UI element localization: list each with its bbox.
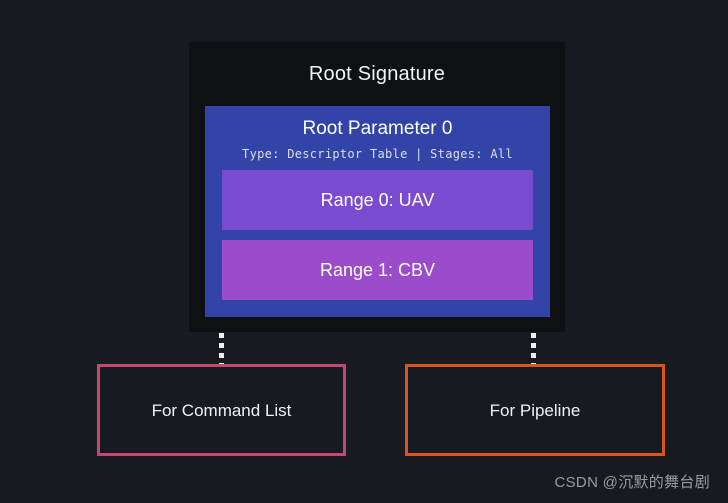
root-signature-title: Root Signature	[308, 63, 446, 85]
target-box-pipeline-label: For Pipeline	[489, 400, 581, 420]
watermark: CSDN @沉默的舞台剧	[554, 474, 710, 491]
root-parameter-block: Root Parameter 0 Type: Descriptor Table …	[205, 106, 550, 317]
descriptor-range-1: Range 1: CBV	[222, 240, 533, 300]
target-box-command-list-label: For Command List	[151, 400, 292, 420]
root-parameter-title: Root Parameter 0	[302, 118, 453, 139]
descriptor-range-1-label: Range 1: CBV	[319, 260, 436, 280]
descriptor-range-0-label: Range 0: UAV	[320, 190, 435, 210]
dotted-connector-command-list	[219, 333, 224, 364]
root-parameter-subtitle: Type: Descriptor Table | Stages: All	[242, 147, 513, 161]
target-box-command-list: For Command List	[97, 364, 346, 456]
target-box-pipeline: For Pipeline	[405, 364, 665, 456]
descriptor-range-0: Range 0: UAV	[222, 170, 533, 230]
dotted-connector-pipeline	[531, 333, 536, 364]
